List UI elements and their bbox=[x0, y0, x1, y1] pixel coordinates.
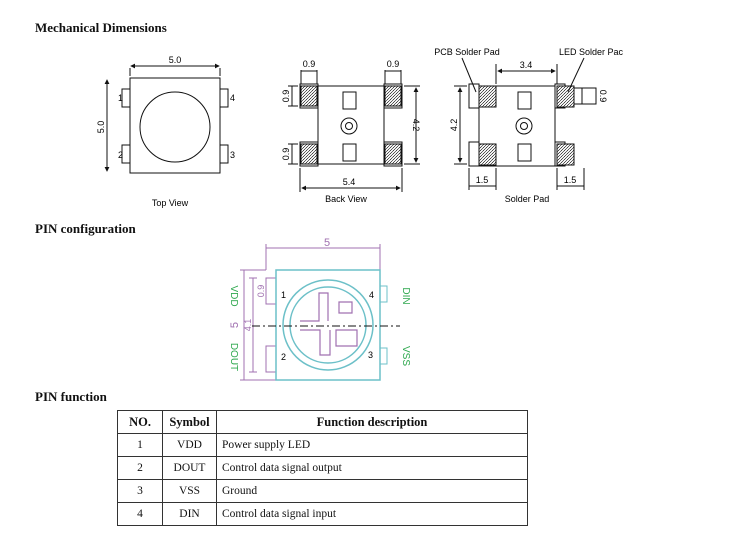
solder-pad-pad-size-label: 0.9 bbox=[598, 90, 608, 103]
pin-label-din: DIN bbox=[400, 287, 411, 304]
solder-pad-body bbox=[478, 85, 556, 167]
back-view-caption: Back View bbox=[325, 194, 367, 204]
top-view-pin-1 bbox=[121, 88, 131, 108]
back-view-window-bottom bbox=[342, 143, 357, 162]
solder-pad-height-label: 4.2 bbox=[449, 119, 459, 132]
back-view-pad-width-right: 0.9 bbox=[387, 59, 400, 69]
pin-function-table: NO. Symbol Function description 1 VDD Po… bbox=[117, 410, 528, 526]
solder-pad-caption: Solder Pad bbox=[505, 194, 550, 204]
led-solder-pad-label: LED Solder Pac bbox=[559, 47, 624, 57]
pin-label-vss: VSS bbox=[400, 346, 411, 366]
table-row: 2 DOUT Control data signal output bbox=[117, 456, 528, 480]
solder-pad-3 bbox=[556, 143, 575, 166]
back-view-pad-2 bbox=[300, 143, 318, 165]
back-view-pad-width-left: 0.9 bbox=[303, 59, 316, 69]
pin-configuration-heading: PIN configuration bbox=[35, 221, 136, 236]
cell-symbol: DOUT bbox=[162, 456, 217, 480]
pin-diagram-pad-1 bbox=[265, 277, 277, 305]
cell-no: 3 bbox=[117, 479, 163, 503]
cell-symbol: VSS bbox=[162, 479, 217, 503]
back-view-pad-1 bbox=[300, 85, 318, 107]
back-view-body bbox=[317, 85, 385, 165]
back-view-pad-height-top: 0.9 bbox=[281, 90, 291, 103]
top-view-pin-3-label: 3 bbox=[230, 150, 235, 160]
table-header-row: NO. Symbol Function description bbox=[117, 410, 528, 434]
solder-pad-4 bbox=[556, 85, 575, 108]
cell-symbol: VDD bbox=[162, 433, 217, 457]
top-view-caption: Top View bbox=[152, 198, 189, 208]
pin-diagram-width-label: 5 bbox=[324, 237, 330, 249]
solder-pad-margin-right: 1.5 bbox=[564, 175, 577, 185]
top-view-lens bbox=[139, 91, 211, 163]
header-symbol: Symbol bbox=[162, 410, 217, 434]
cell-no: 4 bbox=[117, 502, 163, 526]
solder-pad-margin-left: 1.5 bbox=[476, 175, 489, 185]
mechanical-dimensions-heading: Mechanical Dimensions bbox=[35, 20, 167, 35]
back-view-height-label: 4.2 bbox=[411, 119, 421, 132]
solder-pad-span-label: 3.4 bbox=[520, 60, 533, 70]
table-row: 3 VSS Ground bbox=[117, 479, 528, 503]
back-view-pad-4 bbox=[384, 85, 402, 107]
top-view-height-label: 5.0 bbox=[96, 121, 106, 134]
top-view-pin-4 bbox=[219, 88, 229, 108]
cell-description: Control data signal output bbox=[216, 456, 528, 480]
table-row: 1 VDD Power supply LED bbox=[117, 433, 528, 457]
pcb-solder-pad-label: PCB Solder Pad bbox=[434, 47, 500, 57]
solder-pad-2 bbox=[478, 143, 497, 166]
solder-pad-drawing: 0.9 3.4 PCB Solder Pad LED Solder Pac 4.… bbox=[434, 47, 623, 204]
cell-description: Control data signal input bbox=[216, 502, 528, 526]
cell-description: Ground bbox=[216, 479, 528, 503]
cell-no: 1 bbox=[117, 433, 163, 457]
top-view-body bbox=[129, 77, 221, 174]
top-view-pin-1-label: 1 bbox=[118, 93, 123, 103]
pin-diagram-pin-1: 1 bbox=[281, 290, 286, 300]
back-view-width-label: 5.4 bbox=[343, 177, 356, 187]
back-view-drawing: 0.9 0.9 0.9 0.9 4.2 5.4 Back View bbox=[281, 59, 421, 204]
pin-diagram-pad-2 bbox=[265, 345, 277, 373]
pin-diagram-pin-3: 3 bbox=[368, 350, 373, 360]
header-no: NO. bbox=[117, 410, 163, 434]
pin-diagram-pin-4: 4 bbox=[369, 290, 374, 300]
pin-label-vdd: VDD bbox=[228, 285, 239, 306]
cell-no: 2 bbox=[117, 456, 163, 480]
pin-diagram-height-label: 5 bbox=[229, 322, 241, 328]
pin-diagram-pad-label: 0.9 bbox=[256, 285, 266, 298]
top-view-pin-2-label: 2 bbox=[118, 150, 123, 160]
cell-symbol: DIN bbox=[162, 502, 217, 526]
top-view-drawing: 5.0 5.0 1 2 3 4 Top View bbox=[96, 55, 235, 208]
drawings-canvas: 5.0 5.0 1 2 3 4 Top View 0.9 0.9 0.9 bbox=[96, 47, 624, 381]
pin-label-dout: DOUT bbox=[228, 343, 239, 371]
top-view-width-label: 5.0 bbox=[169, 55, 182, 65]
header-function-description: Function description bbox=[216, 410, 528, 434]
pin-diagram-lens-inner bbox=[289, 286, 367, 364]
top-view-pin-4-label: 4 bbox=[230, 93, 235, 103]
pin-diagram-die-pattern bbox=[300, 292, 358, 356]
pin-diagram-pin-2: 2 bbox=[281, 352, 286, 362]
pin-function-heading: PIN function bbox=[35, 389, 107, 404]
pin-diagram-body bbox=[275, 269, 381, 381]
cell-description: Power supply LED bbox=[216, 433, 528, 457]
back-view-pad-height-bottom: 0.9 bbox=[281, 148, 291, 161]
pin-diagram-pitch-label: 4.1 bbox=[243, 319, 253, 332]
top-view-pin-2 bbox=[121, 144, 131, 164]
solder-pad-1 bbox=[478, 85, 497, 108]
top-view-pin-3 bbox=[219, 144, 229, 164]
pin-config-diagram: 5 5 4.1 0.9 1 2 3 4 VDD DOUT DIN VSS bbox=[228, 237, 411, 381]
back-view-window-top bbox=[342, 91, 357, 110]
back-view-pad-3 bbox=[384, 143, 402, 165]
table-row: 4 DIN Control data signal input bbox=[117, 502, 528, 526]
pin-diagram-lens-outer bbox=[282, 279, 374, 371]
